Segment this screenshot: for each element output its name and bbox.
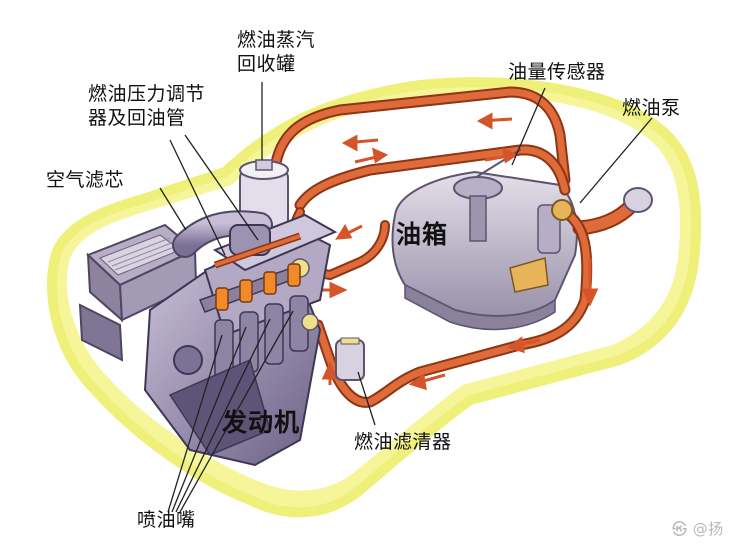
fuel-filter-part	[336, 338, 364, 380]
fuel-pump	[552, 200, 572, 220]
fuel-tank	[392, 172, 576, 329]
label-fuel-tank: 油箱	[396, 220, 448, 250]
label-level-sensor: 油量传感器	[508, 60, 606, 84]
label-engine: 发动机	[222, 408, 300, 438]
label-injectors: 喷油嘴	[137, 508, 196, 532]
label-fuel-pump: 燃油泵	[622, 96, 681, 120]
watermark: ㉿ @扬	[672, 520, 724, 538]
label-pressure-regulator: 燃油压力调节 器及回油管	[88, 82, 205, 130]
label-fuel-filter: 燃油滤清器	[354, 430, 452, 454]
label-air-filter: 空气滤芯	[46, 168, 124, 192]
label-vapor-canister: 燃油蒸汽 回收罐	[237, 28, 315, 76]
